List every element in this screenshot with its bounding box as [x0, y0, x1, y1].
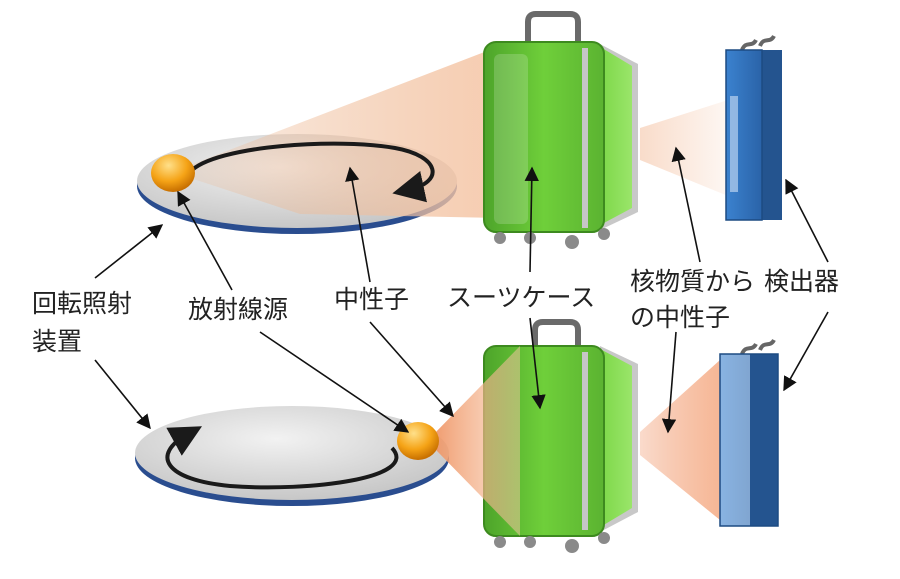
arrow-nuclear-bottom [661, 331, 677, 434]
label-radiation-source: 放射線源 [188, 295, 288, 324]
label-detector: 検出器 [764, 267, 839, 296]
arrow-suitcase-bottom [529, 317, 546, 410]
top-emitted-neutron-cone [640, 100, 728, 196]
label-rotating-device-line2: 装置 [32, 327, 82, 356]
arrow-detector-top [785, 178, 829, 263]
label-neutron: 中性子 [334, 285, 409, 314]
bottom-rotating-disk [135, 406, 449, 506]
pointer-arrows [94, 146, 829, 434]
labels: 回転照射 装置 放射線源 中性子 スーツケース 核物質から の中性子 検出器 [32, 267, 839, 356]
arrow-nuclear-top [671, 146, 701, 263]
arrow-device-bottom [94, 359, 151, 430]
arrow-neutron-top [345, 166, 371, 283]
label-nuclear-neutron-line1: 核物質から [630, 267, 755, 296]
arrow-neutron-bottom [369, 321, 454, 418]
top-rotation-arrow [188, 141, 435, 203]
top-detector [725, 34, 782, 221]
arrow-detector-bottom [783, 311, 829, 392]
label-suitcase: スーツケース [447, 283, 595, 312]
bottom-radiation-source [397, 422, 439, 460]
bottom-rotation-arrow [165, 426, 399, 490]
top-radiation-source [151, 154, 195, 192]
bottom-scene [135, 319, 779, 553]
top-scene [137, 11, 782, 249]
bottom-neutron-beam [432, 346, 520, 536]
arrow-source-bottom [259, 331, 410, 433]
label-nuclear-neutron-line2: の中性子 [630, 303, 730, 332]
arrow-suitcase-top [524, 166, 539, 273]
arrow-source-top [177, 190, 233, 291]
top-suitcase [483, 11, 638, 249]
arrow-device-top [94, 224, 164, 279]
label-rotating-device-line1: 回転照射 [32, 289, 132, 318]
bottom-emitted-neutron-cone [640, 360, 720, 520]
bottom-detector [719, 338, 779, 527]
